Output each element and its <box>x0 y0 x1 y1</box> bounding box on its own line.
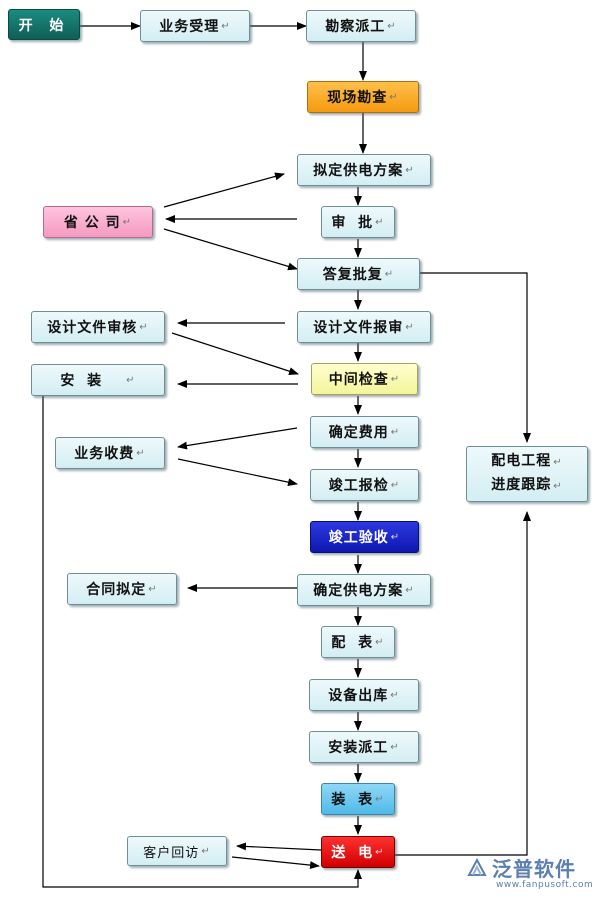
node-install: 安 装 ↵ <box>31 364 165 396</box>
return-mark: ↵ <box>375 793 385 805</box>
node-fee-collect-label: 业务收费 <box>74 446 135 462</box>
node-customer-visit-label: 客户回访 <box>143 845 200 861</box>
node-acceptance: 业务受理↵ <box>140 10 250 42</box>
node-dispatch-survey-label: 勘察派工 <box>325 19 386 35</box>
logo-name: 泛普软件 <box>492 857 576 881</box>
node-meter-install-label: 装 表 <box>331 792 374 808</box>
return-mark: ↵ <box>387 20 397 32</box>
node-power-on: 送 电↵ <box>321 836 395 868</box>
return-mark: ↵ <box>148 583 158 595</box>
return-mark: ↵ <box>201 845 211 857</box>
node-meter-match: 配 表↵ <box>321 626 395 658</box>
node-approval-label: 审 批 <box>331 215 374 231</box>
return-mark: ↵ <box>375 216 385 228</box>
node-meter-match-label: 配 表 <box>331 635 374 651</box>
node-completion-accept: 竣工验收↵ <box>310 521 419 553</box>
node-contract: 合同拟定↵ <box>67 573 177 605</box>
return-mark: ↵ <box>126 374 136 386</box>
node-install-dispatch: 安装派工↵ <box>309 731 419 763</box>
node-start: 开 始 <box>8 9 80 40</box>
return-mark: ↵ <box>390 426 401 438</box>
node-draft-plan-label: 拟定供电方案 <box>313 163 404 179</box>
node-install-dispatch-label: 安装派工 <box>328 740 389 756</box>
return-mark: ↵ <box>553 457 563 468</box>
node-design-review: 设计文件审核↵ <box>31 311 165 343</box>
return-mark: ↵ <box>405 321 415 333</box>
node-provincial-label: 省 公 司 <box>63 215 121 231</box>
node-acceptance-label: 业务受理 <box>159 19 220 35</box>
arrow-power-to-visit <box>236 842 322 851</box>
return-mark: ↵ <box>221 20 231 32</box>
return-mark: ↵ <box>390 689 400 701</box>
node-confirm-plan: 确定供电方案↵ <box>297 574 431 606</box>
arrow-provincial-to-reply <box>163 228 298 271</box>
return-mark: ↵ <box>405 584 415 596</box>
arrow-install-to-power <box>42 396 362 888</box>
return-mark: ↵ <box>390 741 400 753</box>
fanpu-logo-icon <box>467 857 487 876</box>
node-mid-check: 中间检查↵ <box>311 363 418 395</box>
tracking-line2-text: 进度跟踪 <box>491 477 552 493</box>
return-mark: ↵ <box>390 479 401 491</box>
node-site-survey: 现场勘查↵ <box>307 81 419 113</box>
node-confirm-fee: 确定费用↵ <box>310 416 419 448</box>
return-mark: ↵ <box>375 636 385 648</box>
arrow-visit-to-power <box>231 856 320 870</box>
arrow-power-to-tracking <box>395 511 531 856</box>
tracking-line1-text: 配电工程 <box>491 453 552 469</box>
node-completion-report: 竣工报检↵ <box>310 469 419 501</box>
arrow-provincial-to-draft <box>163 172 285 208</box>
return-mark: ↵ <box>553 481 563 492</box>
node-equipment-out-label: 设备出库 <box>328 688 389 704</box>
node-design-submit: 设计文件报审↵ <box>297 311 431 343</box>
node-meter-install: 装 表↵ <box>321 783 395 815</box>
return-mark: ↵ <box>122 216 133 228</box>
node-progress-tracking: 配电工程↵ 进度跟踪↵ <box>466 446 588 502</box>
arrow-confirmfee-to-feecollect <box>177 427 298 450</box>
node-confirm-plan-label: 确定供电方案 <box>313 583 404 599</box>
node-draft-plan: 拟定供电方案↵ <box>297 154 431 186</box>
node-design-review-label: 设计文件审核 <box>47 320 138 336</box>
node-progress-tracking-line2: 进度跟踪↵ <box>491 474 562 498</box>
node-completion-accept-label: 竣工验收 <box>328 530 389 546</box>
return-mark: ↵ <box>136 447 146 459</box>
node-fee-collect: 业务收费↵ <box>55 437 165 469</box>
return-mark: ↵ <box>405 164 415 176</box>
node-approval: 审 批↵ <box>321 206 395 238</box>
fanpu-logo: 泛普软件 www.fanpusoft.com <box>466 853 594 895</box>
node-power-on-label: 送 电 <box>331 845 374 861</box>
node-equipment-out: 设备出库↵ <box>309 679 419 711</box>
arrow-reply-to-tracking <box>420 272 531 443</box>
arrow-feecollect-to-completion-report <box>177 458 298 487</box>
node-provincial: 省 公 司↵ <box>43 206 153 238</box>
return-mark: ↵ <box>375 846 385 858</box>
node-dispatch-survey: 勘察派工↵ <box>306 10 416 42</box>
logo-url: www.fanpusoft.com <box>496 880 594 890</box>
return-mark: ↵ <box>389 91 399 103</box>
node-reply-label: 答复批复 <box>322 267 383 283</box>
node-completion-report-label: 竣工报检 <box>328 478 389 494</box>
arrow-review-to-midcheck <box>171 332 299 376</box>
node-mid-check-label: 中间检查 <box>328 372 389 388</box>
node-contract-label: 合同拟定 <box>86 582 147 598</box>
return-mark: ↵ <box>390 373 401 385</box>
node-confirm-fee-label: 确定费用 <box>328 425 389 441</box>
node-design-submit-label: 设计文件报审 <box>313 320 404 336</box>
return-mark: ↵ <box>139 321 149 333</box>
node-progress-tracking-line1: 配电工程↵ <box>491 450 562 474</box>
node-reply: 答复批复↵ <box>297 258 420 290</box>
return-mark: ↵ <box>384 268 395 280</box>
node-start-label: 开 始 <box>18 17 70 34</box>
return-mark: ↵ <box>390 531 401 543</box>
node-install-label: 安 装 <box>60 373 103 389</box>
node-customer-visit: 客户回访↵ <box>127 836 227 866</box>
node-site-survey-label: 现场勘查 <box>327 90 388 106</box>
